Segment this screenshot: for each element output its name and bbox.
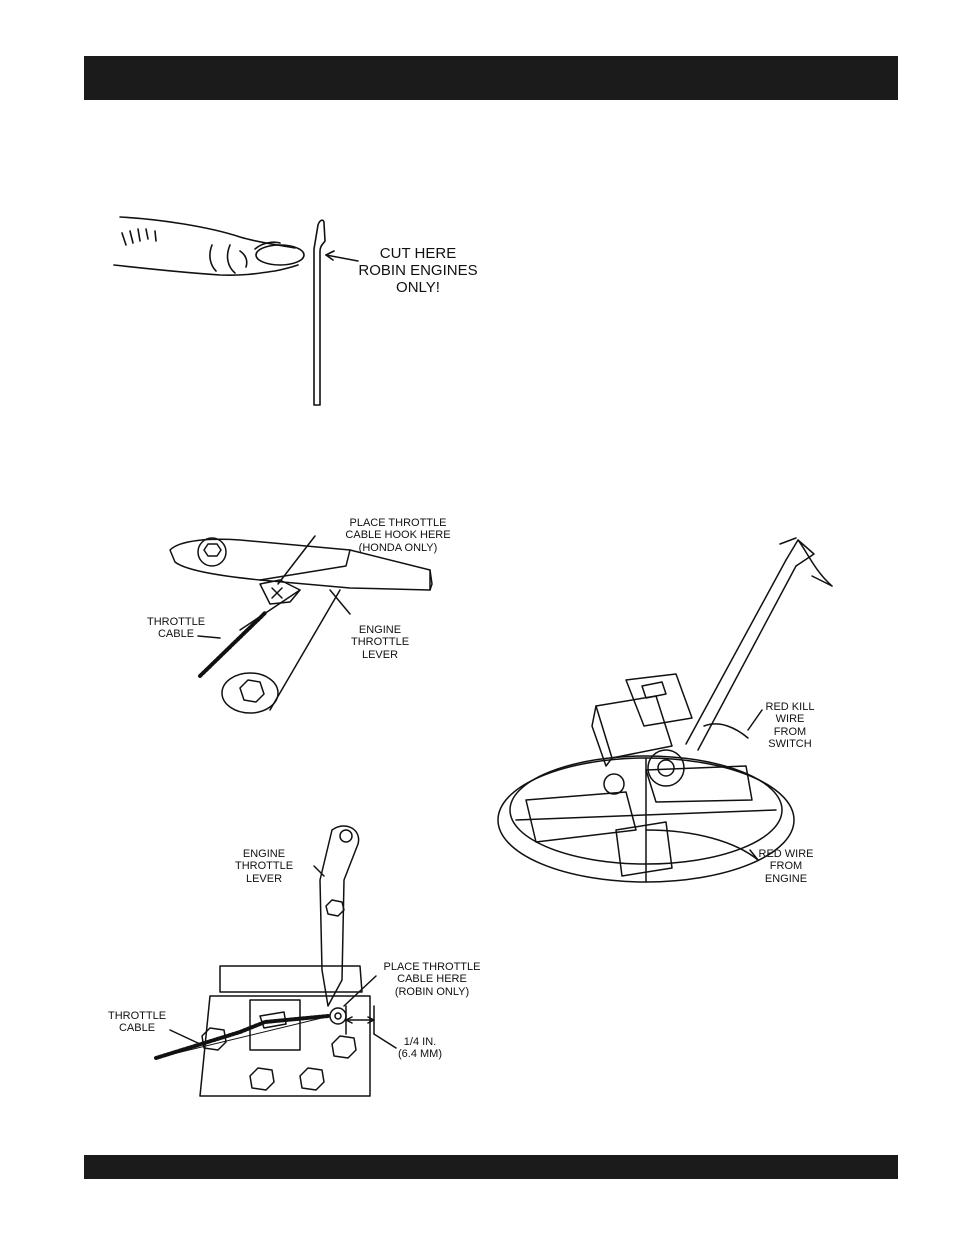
engine-wire-label: RED WIRE FROM ENGINE bbox=[748, 848, 824, 885]
honda-hook-label: PLACE THROTTLE CABLE HOOK HERE (HONDA ON… bbox=[338, 517, 458, 554]
power-trowel-figure: RED KILL WIRE FROM SWITCH RED WIRE FROM … bbox=[496, 530, 836, 900]
cut-here-figure: CUT HERE ROBIN ENGINES ONLY! bbox=[100, 205, 490, 420]
robin-lever-label: ENGINE THROTTLE LEVER bbox=[228, 848, 300, 885]
honda-lever-label: ENGINE THROTTLE LEVER bbox=[340, 624, 420, 661]
kill-wire-label: RED KILL WIRE FROM SWITCH bbox=[754, 701, 826, 750]
header-band bbox=[84, 56, 898, 100]
robin-throttle-figure: ENGINE THROTTLE LEVER PLACE THROTTLE CAB… bbox=[100, 820, 490, 1120]
finger-wire-illustration bbox=[100, 205, 490, 420]
footer-band bbox=[84, 1155, 898, 1179]
robin-place-label: PLACE THROTTLE CABLE HERE (ROBIN ONLY) bbox=[376, 961, 488, 998]
robin-cable-label: THROTTLE CABLE bbox=[100, 1010, 174, 1035]
robin-dimension-label: 1/4 IN. (6.4 MM) bbox=[380, 1036, 460, 1061]
honda-throttle-figure: PLACE THROTTLE CABLE HOOK HERE (HONDA ON… bbox=[140, 510, 480, 730]
honda-cable-label: THROTTLE CABLE bbox=[140, 616, 212, 641]
cut-here-label: CUT HERE ROBIN ENGINES ONLY! bbox=[348, 246, 488, 296]
